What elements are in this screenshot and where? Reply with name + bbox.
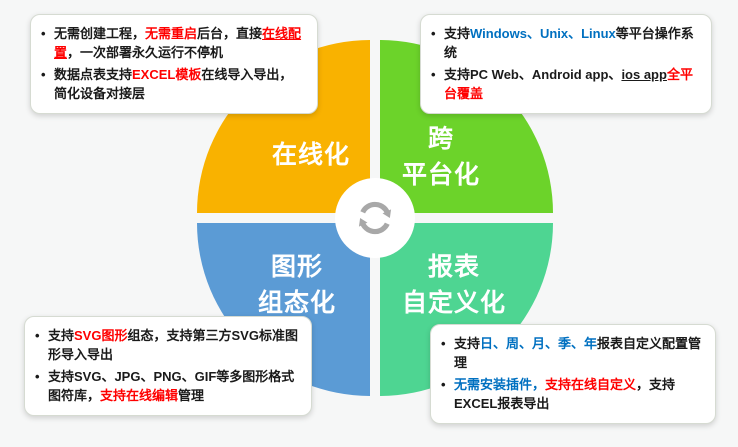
callout-report-custom-box: • 支持日、周、月、季、年报表自定义配置管理 • 无需安装插件，支持在线自定义，… bbox=[430, 324, 716, 425]
text-segment: 等平台操作系统 bbox=[444, 26, 694, 60]
quadrant-label-line: 自定义化 bbox=[402, 289, 507, 318]
quadrant-graphic-config-label: 图形 组态化 bbox=[258, 249, 336, 322]
callout-text: 支持SVG图形组态，支持第三方SVG标准图形导入导出 bbox=[48, 327, 299, 365]
list-item: • 支持SVG图形组态，支持第三方SVG标准图形导入导出 bbox=[35, 327, 299, 365]
quadrant-report-custom-label: 报表 自定义化 bbox=[402, 249, 506, 322]
bullet-icon: • bbox=[35, 368, 40, 384]
text-segment: ios app bbox=[621, 66, 667, 82]
text-segment: 在线导入导出，简化设备对接层 bbox=[54, 66, 293, 101]
callout-text: 支持SVG、JPG、PNG、GIF等多图形格式图符库，支持在线编辑管理 bbox=[48, 368, 299, 406]
text-segment: SVG图形 bbox=[74, 328, 128, 343]
quadrant-label-line: 组态化 bbox=[257, 289, 336, 318]
text-segment: 报表自定义配置管理 bbox=[454, 336, 702, 370]
quadrant-cross-platform: 跨 平台化 bbox=[380, 40, 553, 213]
text-segment: 支持SVG、JPG、PNG、GIF等多图形格式图符库， bbox=[48, 368, 295, 403]
list-item: • 支持PC Web、Android app、ios app全平台覆盖 bbox=[431, 66, 699, 104]
quadrant-label-line: 跨 bbox=[428, 124, 455, 153]
text-segment: ，支持EXCEL报表导出 bbox=[454, 376, 676, 411]
callout-text: 支持PC Web、Android app、ios app全平台覆盖 bbox=[444, 66, 699, 104]
quadrant-cross-platform-label: 跨 平台化 bbox=[402, 121, 480, 194]
list-item: • 无需创建工程，无需重启后台，直接在线配置，一次部署永久运行不停机 bbox=[41, 25, 305, 63]
callout-text: 无需创建工程，无需重启后台，直接在线配置，一次部署永久运行不停机 bbox=[54, 25, 305, 63]
text-segment: 数据点表支持 bbox=[54, 66, 133, 82]
callout-text: 支持日、周、月、季、年报表自定义配置管理 bbox=[454, 335, 703, 373]
text-segment: 无需安装插件， bbox=[454, 376, 546, 392]
cycle-hub bbox=[335, 178, 415, 258]
text-segment: 全平台覆盖 bbox=[444, 66, 693, 101]
text-segment: EXCEL模板 bbox=[132, 66, 202, 82]
bullet-icon: • bbox=[441, 336, 446, 351]
callout-text: 支持Windows、Unix、Linux等平台操作系统 bbox=[444, 25, 699, 63]
feature-wheel: 在线化 跨 平台化 图形 组态化 报表 自定义化 bbox=[197, 40, 553, 396]
text-segment: 无需重启 bbox=[145, 26, 198, 41]
quadrant-label-line: 平台化 bbox=[402, 160, 481, 189]
text-segment: 支持在线自定义 bbox=[545, 376, 637, 392]
text-segment: 支持 bbox=[454, 336, 481, 351]
list-item: • 数据点表支持EXCEL模板在线导入导出，简化设备对接层 bbox=[41, 66, 305, 104]
text-segment: 支持在线编辑 bbox=[100, 387, 179, 403]
text-segment: 管理 bbox=[178, 387, 205, 403]
list-item: • 支持Windows、Unix、Linux等平台操作系统 bbox=[431, 25, 699, 63]
bullet-icon: • bbox=[35, 328, 40, 343]
callout-graphic-config-box: • 支持SVG图形组态，支持第三方SVG标准图形导入导出 • 支持SVG、JPG… bbox=[24, 316, 312, 417]
text-segment: 日、周、月、季、年 bbox=[480, 336, 598, 351]
list-item: • 支持SVG、JPG、PNG、GIF等多图形格式图符库，支持在线编辑管理 bbox=[35, 368, 299, 406]
callout-online-box: • 无需创建工程，无需重启后台，直接在线配置，一次部署永久运行不停机 • 数据点… bbox=[30, 14, 318, 115]
quadrant-label-line: 在线化 bbox=[271, 140, 350, 169]
quadrant-label-line: 图形 bbox=[270, 253, 323, 281]
callout-cross-platform-box: • 支持Windows、Unix、Linux等平台操作系统 • 支持PC Web… bbox=[420, 14, 712, 115]
callout-text: 数据点表支持EXCEL模板在线导入导出，简化设备对接层 bbox=[54, 66, 305, 104]
bullet-icon: • bbox=[41, 66, 46, 82]
text-segment: 支持PC Web、Android app、 bbox=[444, 66, 622, 82]
list-item: • 支持日、周、月、季、年报表自定义配置管理 bbox=[441, 335, 703, 373]
quadrant-label-line: 报表 bbox=[428, 253, 481, 281]
cycle-arrows-icon bbox=[358, 201, 392, 235]
text-segment: 在线配置 bbox=[54, 26, 302, 60]
bullet-icon: • bbox=[431, 66, 436, 82]
text-segment: 后台，直接 bbox=[197, 26, 263, 41]
text-segment: 无需创建工程， bbox=[54, 26, 146, 41]
callout-text: 无需安装插件，支持在线自定义，支持EXCEL报表导出 bbox=[454, 376, 703, 414]
text-segment: 组态，支持第三方SVG标准图形导入导出 bbox=[48, 328, 298, 362]
text-segment: Windows、Unix、Linux bbox=[470, 26, 616, 41]
list-item: • 无需安装插件，支持在线自定义，支持EXCEL报表导出 bbox=[441, 376, 703, 414]
text-segment: ，一次部署永久运行不停机 bbox=[67, 44, 224, 60]
text-segment: 支持 bbox=[48, 328, 75, 343]
bullet-icon: • bbox=[431, 26, 436, 41]
text-segment: 支持 bbox=[444, 26, 471, 41]
bullet-icon: • bbox=[441, 376, 446, 392]
bullet-icon: • bbox=[41, 26, 46, 41]
quadrant-online-label: 在线化 bbox=[272, 137, 350, 173]
